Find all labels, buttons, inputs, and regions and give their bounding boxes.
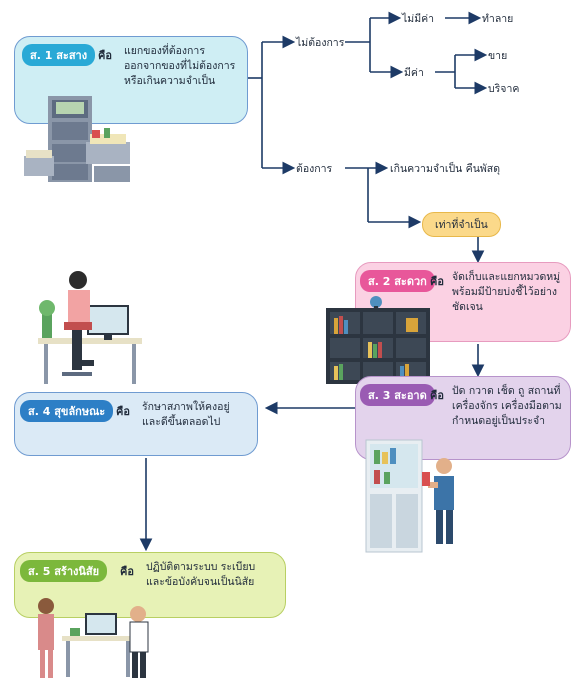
meeting-illustration <box>38 598 149 678</box>
pill-necessary: เท่าที่จำเป็น <box>422 212 501 237</box>
step2-keyword: คือ <box>430 275 444 288</box>
step4-keyword: คือ <box>116 405 130 418</box>
step3-keyword: คือ <box>430 389 444 402</box>
step5-keyword: คือ <box>120 565 134 578</box>
step1-keyword: คือ <box>98 49 112 62</box>
step3-badge: ส. 3 สะอาด <box>360 384 435 406</box>
step4-description: รักษาสภาพให้คงอยู่ และดีขึ้นตลอดไป <box>142 401 230 428</box>
step1-description: แยกของที่ต้องการ ออกจากของที่ไม่ต้องการ … <box>124 45 236 87</box>
label-has-value: มีค่า <box>404 67 424 79</box>
filing-cabinet-illustration <box>24 96 130 182</box>
label-donate: บริจาค <box>488 83 520 95</box>
desk-worker-illustration <box>38 271 142 384</box>
cleaning-worker-illustration <box>365 439 454 553</box>
step5-description: ปฏิบัติตามระบบ ระเบียบ และข้อบังคับจนเป็… <box>146 561 256 588</box>
bookshelf-illustration <box>326 296 430 384</box>
label-no-value: ไม่มีค่า <box>402 13 435 25</box>
label-destroy: ทำลาย <box>482 13 514 25</box>
step2-description: จัดเก็บและแยกหมวดหมู่ พร้อมมีป้ายบ่งชี้ไ… <box>452 271 561 313</box>
label-excess: เกินความจำเป็น คืนพัสดุ <box>390 163 501 175</box>
step3-description: ปัด กวาด เช็ด ถู สถานที่ เครื่องจักร เคร… <box>452 385 562 427</box>
label-sell: ขาย <box>488 50 508 62</box>
step4-badge: ส. 4 สุขลักษณะ <box>20 400 114 422</box>
step1-badge: ส. 1 สะสาง <box>22 44 96 66</box>
step2-badge: ส. 2 สะดวก <box>360 270 435 292</box>
label-needed: ต้องการ <box>296 163 333 175</box>
label-not-needed: ไม่ต้องการ <box>296 37 345 49</box>
step5-badge: ส. 5 สร้างนิสัย <box>20 560 108 582</box>
